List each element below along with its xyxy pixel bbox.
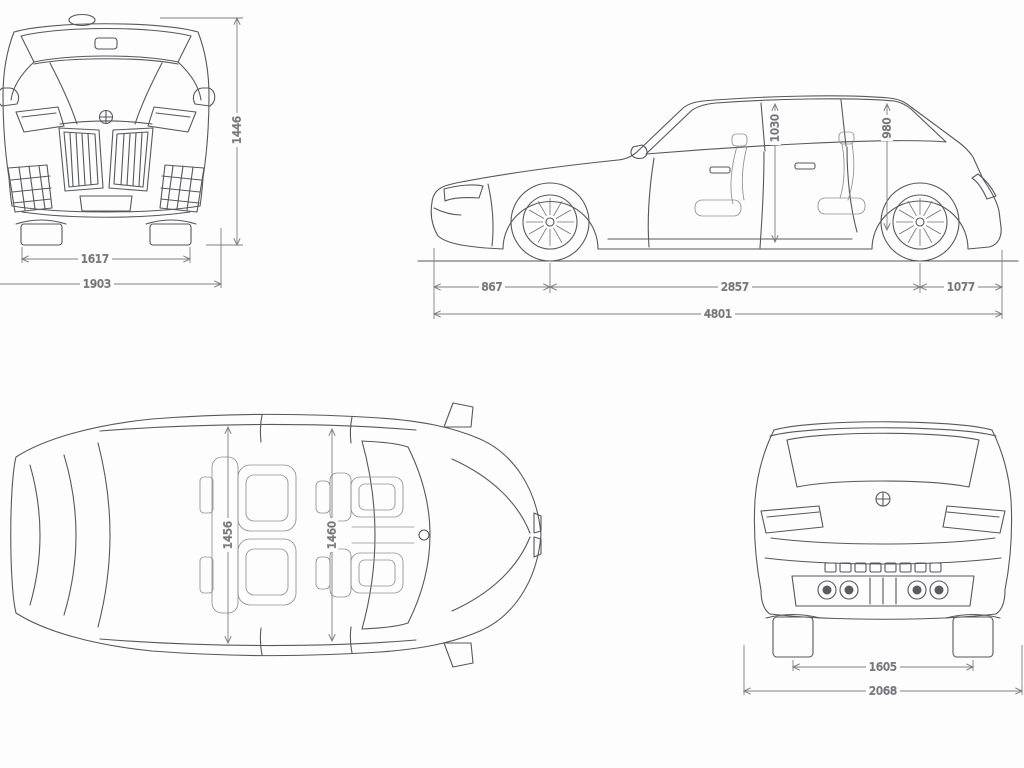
exhaust-tip	[817, 580, 837, 600]
hood-roundel	[418, 529, 430, 541]
rear-window-line	[63, 454, 77, 616]
tire-left	[20, 223, 63, 246]
roof-antenna	[68, 13, 96, 27]
exhaust-tip	[839, 580, 859, 600]
rearview-mirror	[94, 37, 118, 50]
taillight-right	[942, 505, 1006, 534]
tire-right	[952, 616, 994, 658]
headlight-right	[147, 106, 197, 133]
kidney-grille-left	[58, 127, 104, 192]
front-view-panel: 1446 1617 1903	[0, 0, 265, 295]
top-view-drawing: 1456 1460	[10, 402, 542, 668]
dim-label-overall-height: 1446	[231, 116, 244, 144]
rear-car-outline	[753, 421, 1013, 658]
door-handle-front	[709, 166, 731, 174]
rear-dimensions: 1605 2068	[742, 645, 1024, 698]
top-dimensions: 1456 1460	[221, 425, 339, 645]
c-pillar	[840, 99, 847, 147]
dim-label-rear-shoulder-width: 1456	[222, 521, 235, 549]
front-wheel-rim	[522, 194, 578, 250]
dim-label-overall-width: 2068	[869, 685, 897, 698]
air-intake-right	[159, 164, 205, 213]
mirror-plan-right	[443, 642, 474, 668]
front-car-outline	[0, 13, 216, 246]
exhaust-tip	[907, 580, 927, 600]
front-view-drawing: 1446 1617 1903	[0, 13, 244, 291]
rear-wheel-rim	[892, 194, 948, 250]
window-band	[645, 98, 947, 155]
dim-label-front-headroom: 1030	[769, 114, 782, 142]
dim-label-rear-headroom: 980	[881, 118, 894, 139]
taillight-left	[760, 505, 824, 534]
top-interior-seats	[199, 456, 415, 614]
wheel-spokes	[526, 198, 944, 246]
windshield	[20, 27, 192, 63]
exhaust-tip	[929, 580, 949, 600]
diffuser	[791, 575, 975, 607]
dim-label-front-overhang: 867	[482, 281, 503, 294]
dim-label-overall-length: 4801	[704, 308, 732, 321]
tire-right	[149, 223, 192, 246]
rear-view-panel: 1605 2068	[730, 400, 1024, 700]
center-intake	[79, 195, 133, 212]
front-dimensions: 1446 1617 1903	[0, 16, 244, 291]
kidney-grille-right	[108, 127, 154, 192]
tire-left	[772, 616, 814, 658]
roof-rail-right	[99, 638, 417, 647]
side-interior-seats	[694, 131, 866, 217]
side-view-drawing: 1030 980 867 2857 1077	[417, 95, 1019, 321]
side-mirror	[630, 144, 648, 159]
side-mirror-right	[192, 87, 216, 107]
top-view-panel: 1456 1460	[0, 385, 560, 685]
side-mirror-left	[0, 87, 20, 107]
dim-label-rear-track: 1605	[869, 661, 897, 674]
kidney-grilles-plan	[533, 512, 542, 558]
dim-label-rear-overhang: 1077	[947, 281, 975, 294]
top-car-outline	[10, 402, 542, 668]
rear-view-drawing: 1605 2068	[742, 421, 1024, 698]
dim-label-front-track: 1617	[81, 253, 109, 266]
dim-label-front-shoulder-width: 1460	[326, 521, 339, 549]
side-dimensions: 1030 980 867 2857 1077	[432, 102, 1004, 321]
door-handle-rear	[794, 162, 816, 170]
side-view-panel: 1030 980 867 2857 1077	[390, 50, 1024, 340]
taillight	[971, 173, 997, 200]
headlight-left	[15, 106, 65, 133]
headlight	[443, 184, 484, 202]
rear-window	[786, 432, 980, 488]
dim-label-wheelbase: 2857	[721, 281, 749, 294]
windshield-base-line	[407, 446, 431, 624]
body-silhouette	[430, 95, 1002, 250]
roof-rail-left	[99, 423, 417, 432]
mirror-plan-left	[443, 402, 474, 428]
body-plan-outline	[10, 413, 542, 657]
side-car-outline	[430, 95, 1002, 262]
b-pillar	[760, 102, 766, 152]
roof-spoiler	[769, 427, 997, 437]
dim-label-body-width: 1903	[83, 278, 111, 291]
air-intake-left	[7, 164, 53, 213]
